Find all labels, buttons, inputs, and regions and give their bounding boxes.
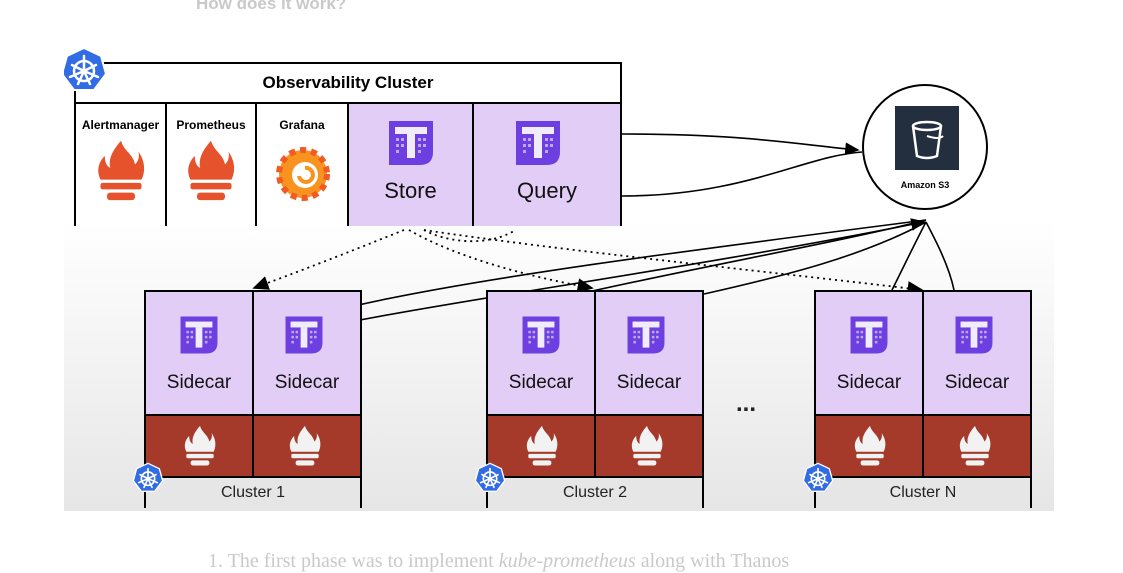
footer-text-a: The first phase was to implement xyxy=(227,550,494,572)
amazon-s3-label: Amazon S3 xyxy=(900,180,950,190)
cluster-1: Sidecar Sidecar Cluster 1 xyxy=(144,290,362,508)
prometheus-label: Prometheus xyxy=(176,118,246,132)
kubernetes-icon xyxy=(64,46,108,94)
prometheus-flame-icon xyxy=(852,424,888,468)
sidecar-label: Sidecar xyxy=(836,372,902,393)
thanos-icon xyxy=(283,314,325,356)
prometheus-flame-icon xyxy=(287,424,323,468)
kubernetes-icon xyxy=(132,462,164,494)
cluster-n: Sidecar Sidecar Cluster N xyxy=(814,290,1032,508)
sidecar-cell: Sidecar xyxy=(146,292,252,414)
prometheus-cell xyxy=(146,416,252,476)
prometheus-flame-icon xyxy=(957,424,993,468)
sidecar-cell: Sidecar xyxy=(488,292,594,414)
page-heading: How does it work? xyxy=(196,0,347,13)
footer-number: 1. xyxy=(208,550,223,572)
thanos-icon xyxy=(520,314,562,356)
kubernetes-icon xyxy=(802,462,834,494)
grafana-label: Grafana xyxy=(279,118,325,132)
cluster2-sidecar-to-s3-line xyxy=(703,221,927,295)
prometheus-cell xyxy=(488,416,594,476)
thanos-icon xyxy=(513,118,563,168)
clusterN-sidecar-to-s3-line-2 xyxy=(925,221,955,291)
thanos-icon xyxy=(848,314,890,356)
cluster-label: Cluster 1 xyxy=(146,478,360,508)
cluster-2: Sidecar Sidecar Cluster 2 xyxy=(486,290,704,508)
prometheus-cell xyxy=(816,416,922,476)
store-cell: Store xyxy=(349,104,474,226)
footer-text: 1. The first phase was to implement kube… xyxy=(208,550,789,573)
prometheus-flame-icon xyxy=(524,424,560,468)
connection-lines xyxy=(252,133,955,321)
prometheus-flame-icon xyxy=(629,424,665,468)
architecture-diagram: Observability Cluster Alertmanager Prome… xyxy=(64,26,1054,511)
store-label: Store xyxy=(384,178,437,203)
observability-cluster: Observability Cluster Alertmanager Prome… xyxy=(74,62,622,226)
sidecar-cell: Sidecar xyxy=(816,292,922,414)
sidecar-cell: Sidecar xyxy=(922,292,1030,414)
store-dotted-loop xyxy=(423,229,515,243)
sidecar-cell: Sidecar xyxy=(594,292,702,414)
kubernetes-icon xyxy=(474,462,506,494)
prometheus-flame-icon xyxy=(184,138,238,204)
prometheus-flame-icon xyxy=(182,424,218,468)
sidecar-label: Sidecar xyxy=(166,372,232,393)
prometheus-cell xyxy=(252,416,360,476)
prometheus-cell xyxy=(922,416,1030,476)
grafana-swirl-icon xyxy=(276,147,330,201)
amazon-s3-node: Amazon S3 xyxy=(862,84,988,210)
footer-text-em: kube-prometheus xyxy=(498,550,636,572)
thanos-icon xyxy=(178,314,220,356)
cluster-label: Cluster 2 xyxy=(488,478,702,508)
sidecar-label: Sidecar xyxy=(616,372,682,393)
query-to-cluster2-dotted xyxy=(408,229,594,293)
s3-bucket-icon xyxy=(895,106,959,170)
observability-cluster-title: Observability Cluster xyxy=(76,64,620,104)
clusterN-sidecar-to-s3-line xyxy=(891,221,927,291)
thanos-icon xyxy=(386,118,436,168)
store-to-s3-line xyxy=(621,151,863,197)
query-to-cluster1-dotted xyxy=(252,229,405,290)
cluster-label: Cluster N xyxy=(816,478,1030,508)
query-label: Query xyxy=(517,178,577,203)
query-cell: Query xyxy=(474,104,620,226)
sidecar-label: Sidecar xyxy=(944,372,1010,393)
query-to-s3-line xyxy=(621,133,860,156)
thanos-icon xyxy=(953,314,995,356)
cluster2-sidecar-to-s3-line-2 xyxy=(587,219,927,293)
cluster1-sidecar-to-s3-line-2 xyxy=(353,219,927,307)
cluster1-sidecar-to-s3-line xyxy=(359,218,926,321)
alertmanager-cell: Alertmanager xyxy=(76,104,167,226)
alertmanager-label: Alertmanager xyxy=(81,118,160,132)
thanos-icon xyxy=(625,314,667,356)
prometheus-cell xyxy=(594,416,702,476)
footer-text-b: along with Thanos xyxy=(640,550,790,572)
grafana-cell: Grafana xyxy=(257,104,349,226)
ellipsis: ... xyxy=(736,390,757,417)
query-to-clusterN-dotted xyxy=(423,229,924,296)
sidecar-label: Sidecar xyxy=(274,372,340,393)
sidecar-cell: Sidecar xyxy=(252,292,360,414)
sidecar-label: Sidecar xyxy=(508,372,574,393)
prometheus-flame-icon xyxy=(94,138,148,204)
prometheus-cell: Prometheus xyxy=(167,104,257,226)
